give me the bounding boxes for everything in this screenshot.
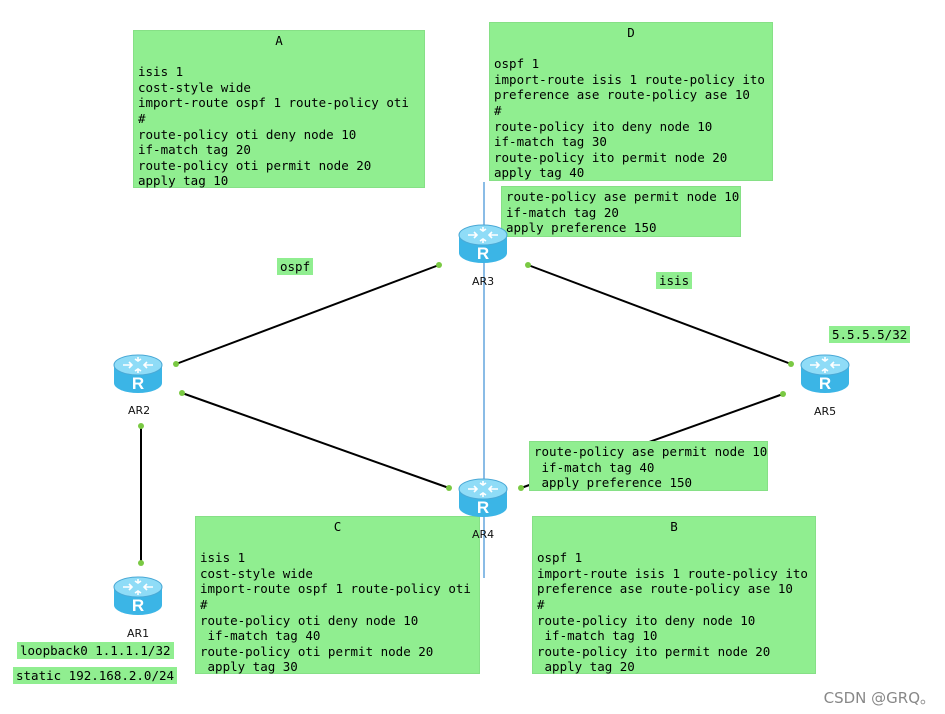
router-ar1-label: AR1: [127, 627, 150, 640]
config-box-title: D: [627, 25, 635, 40]
ar5-prefix-label: 5.5.5.5/32: [829, 326, 911, 343]
isis-area-label: isis: [656, 272, 693, 289]
config-box-title: A: [275, 33, 283, 48]
config-line: apply tag 20: [537, 659, 635, 675]
svg-text:R: R: [477, 498, 489, 517]
link-ar3-ar5[interactable]: [527, 264, 792, 365]
router-icon: R: [458, 224, 508, 263]
config-line: cost-style wide: [138, 79, 251, 95]
ar4-ase-policy-box: route-policy ase permit node 10 if-match…: [529, 441, 768, 491]
port-dot: [138, 423, 144, 429]
static-route-label: static 192.168.2.0/24: [13, 667, 178, 684]
port-dot: [446, 485, 452, 491]
watermark: CSDN @GRQ。: [823, 689, 935, 707]
config-line: apply tag 10: [138, 173, 229, 189]
config-line: cost-style wide: [200, 565, 313, 581]
port-dot: [788, 361, 794, 367]
router-icon: R: [113, 576, 163, 615]
config-line: import-route isis 1 route-policy ito: [494, 71, 765, 87]
link-ar2-ar4[interactable]: [181, 392, 450, 489]
config-line: preference ase route-policy ase 10: [537, 581, 793, 597]
config-line: route-policy ito permit node 20: [537, 643, 771, 659]
config-line: apply preference 150: [534, 475, 693, 491]
config-box-title: B: [670, 519, 678, 534]
config-line: #: [138, 110, 146, 126]
config-line: import-route ospf 1 route-policy oti: [138, 95, 409, 111]
port-dot: [138, 560, 144, 566]
port-dot: [173, 361, 179, 367]
port-dot: [780, 391, 786, 397]
router-ar2[interactable]: R: [112, 352, 164, 396]
router-icon: R: [113, 354, 163, 393]
config-line: [494, 41, 768, 57]
config-line: if-match tag 40: [200, 628, 321, 644]
config-line: [537, 535, 811, 551]
router-ar3-label: AR3: [472, 275, 495, 288]
config-line: route-policy oti permit node 20: [200, 643, 434, 659]
router-ar3[interactable]: R: [457, 222, 509, 266]
config-line: route-policy ase permit node 10: [534, 444, 768, 459]
router-ar5-label: AR5: [814, 405, 837, 418]
config-line: route-policy ito deny node 10: [537, 612, 756, 628]
port-dot: [518, 485, 524, 491]
config-line: route-policy oti deny node 10: [138, 126, 357, 142]
config-line: ospf 1: [537, 550, 583, 566]
config-line: if-match tag 20: [138, 142, 251, 158]
svg-text:R: R: [132, 374, 144, 393]
config-line: route-policy ase permit node 10: [506, 189, 740, 204]
router-ar2-label: AR2: [128, 404, 151, 417]
router-icon: R: [800, 354, 850, 393]
router-ar1[interactable]: R: [112, 574, 164, 618]
config-line: apply tag 40: [494, 165, 585, 181]
router-icon: R: [458, 478, 508, 517]
config-line: if-match tag 10: [537, 628, 658, 644]
config-line: import-route ospf 1 route-policy oti: [200, 581, 471, 597]
router-ar4[interactable]: R: [457, 476, 509, 520]
svg-text:R: R: [819, 374, 831, 393]
router-ar5[interactable]: R: [799, 352, 851, 396]
loopback-label: loopback0 1.1.1.1/32: [17, 642, 174, 659]
config-line: #: [494, 102, 502, 118]
config-line: [200, 535, 475, 551]
ospf-area-label: ospf: [277, 258, 314, 275]
svg-text:R: R: [132, 596, 144, 615]
config-line: isis 1: [138, 64, 184, 80]
config-line: ospf 1: [494, 56, 540, 72]
config-line: route-policy ito permit node 20: [494, 149, 728, 165]
config-line: route-policy oti deny node 10: [200, 612, 419, 628]
config-line: apply tag 30: [200, 659, 298, 675]
config-line: if-match tag 30: [494, 134, 607, 150]
config-line: apply preference 150: [506, 220, 657, 236]
config-line: [138, 49, 420, 65]
config-line: import-route isis 1 route-policy ito: [537, 565, 808, 581]
config-line: if-match tag 40: [534, 459, 655, 475]
config-line: if-match tag 20: [506, 204, 619, 220]
svg-text:R: R: [477, 244, 489, 263]
config-line: #: [537, 596, 545, 612]
config-line: isis 1: [200, 550, 246, 566]
config-line: #: [200, 596, 208, 612]
config-line: route-policy ito deny node 10: [494, 118, 713, 134]
config-line: preference ase route-policy ase 10: [494, 87, 750, 103]
port-dot: [436, 262, 442, 268]
config-box-title: C: [333, 519, 342, 534]
port-dot: [525, 262, 531, 268]
config-line: route-policy oti permit node 20: [138, 157, 372, 173]
link-ar2-ar3[interactable]: [175, 264, 440, 365]
router-ar4-label: AR4: [472, 528, 495, 541]
port-dot: [179, 390, 185, 396]
